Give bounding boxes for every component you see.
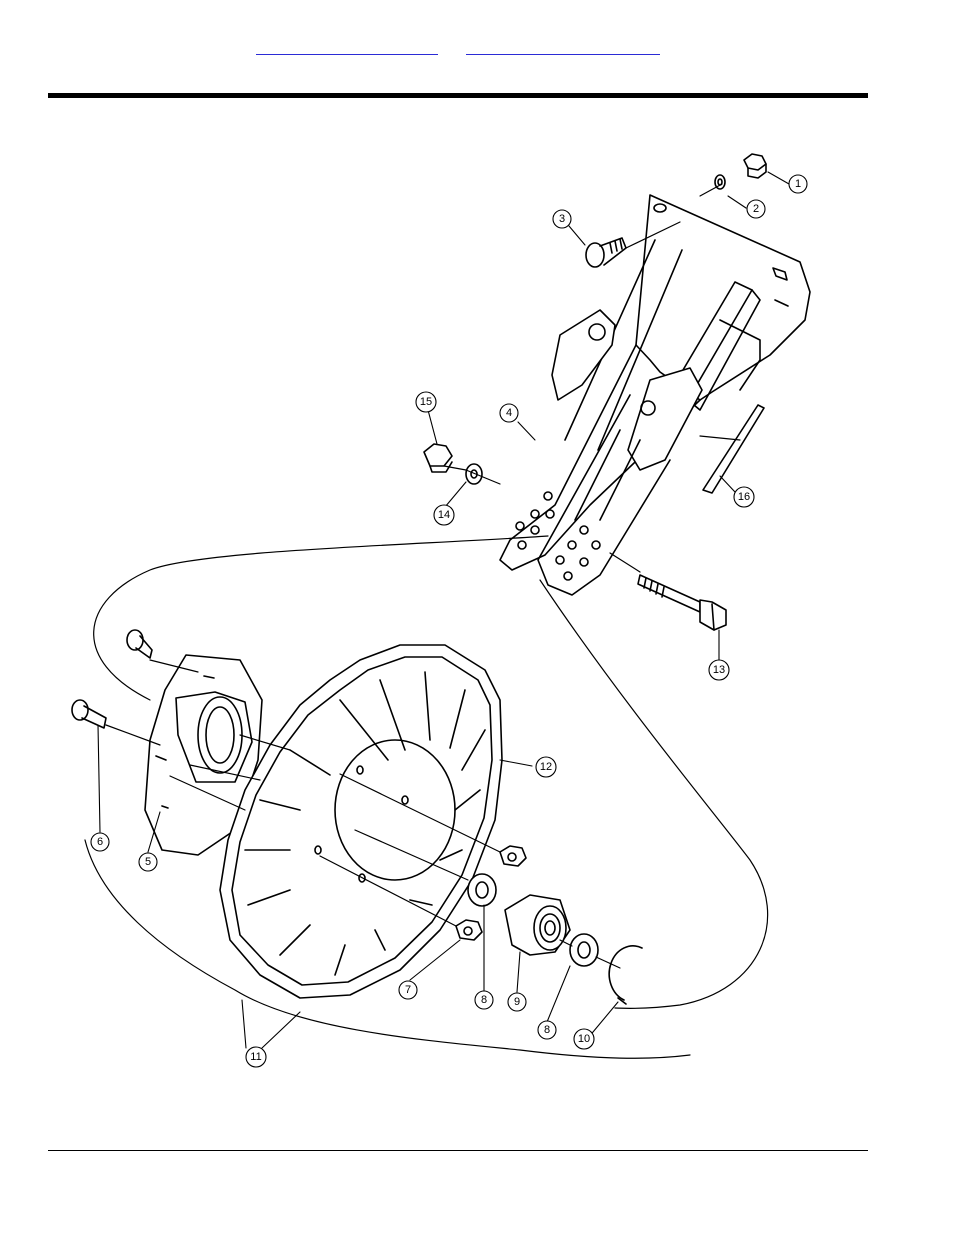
part-disc-12 xyxy=(220,645,502,998)
callout-9: 9 xyxy=(508,993,526,1011)
part-spacer-8a xyxy=(468,874,496,906)
part-bolt-3 xyxy=(586,238,626,267)
arm-mount-holes xyxy=(516,492,600,580)
callout-2: 2 xyxy=(747,200,765,218)
part-washer-14 xyxy=(466,464,482,484)
callout-16-label: 16 xyxy=(738,491,750,503)
callout-12-label: 12 xyxy=(540,761,552,773)
part-bolt-13 xyxy=(638,575,726,630)
callout-12: 12 xyxy=(536,757,556,777)
callout-8b-label: 8 xyxy=(544,1024,550,1036)
callout-6: 6 xyxy=(91,833,109,851)
callout-4: 4 xyxy=(500,404,518,422)
callout-14-label: 14 xyxy=(438,509,450,521)
callout-11-label: 11 xyxy=(250,1051,261,1063)
callout-7-label: 7 xyxy=(405,984,411,996)
part-bolts-6 xyxy=(72,630,152,728)
part-snap-ring-10 xyxy=(609,946,642,1004)
callout-15-label: 15 xyxy=(420,396,432,408)
callout-9-label: 9 xyxy=(514,996,520,1008)
callout-5: 5 xyxy=(139,853,157,871)
callout-2-label: 2 xyxy=(753,203,759,215)
part-nut-1 xyxy=(744,154,766,178)
callout-13-label: 13 xyxy=(713,664,725,676)
part-bearing-9 xyxy=(505,895,570,955)
callout-8a-label: 8 xyxy=(481,994,487,1006)
callout-14: 14 xyxy=(434,505,454,525)
part-spacer-8b xyxy=(570,934,598,966)
arm-bracket xyxy=(500,195,810,595)
callout-16: 16 xyxy=(734,487,754,507)
callout-5-label: 5 xyxy=(145,856,151,868)
callout-10: 10 xyxy=(574,1029,594,1049)
callout-10-label: 10 xyxy=(578,1033,590,1045)
callout-1-label: 1 xyxy=(795,178,801,190)
part-nut-15 xyxy=(424,444,452,472)
callout-15: 15 xyxy=(416,392,436,412)
callout-8b: 8 xyxy=(538,1021,556,1039)
callout-4-label: 4 xyxy=(506,407,512,419)
callout-1: 1 xyxy=(789,175,807,193)
callout-3-label: 3 xyxy=(559,213,565,225)
callout-7: 7 xyxy=(399,981,417,999)
callout-11: 11 xyxy=(246,1047,266,1067)
part-shim-16 xyxy=(703,405,764,493)
callout-13: 13 xyxy=(709,660,729,680)
callout-6-label: 6 xyxy=(97,836,103,848)
footer-rule xyxy=(48,1150,868,1151)
callout-8a: 8 xyxy=(475,991,493,1009)
callout-3: 3 xyxy=(553,210,571,228)
